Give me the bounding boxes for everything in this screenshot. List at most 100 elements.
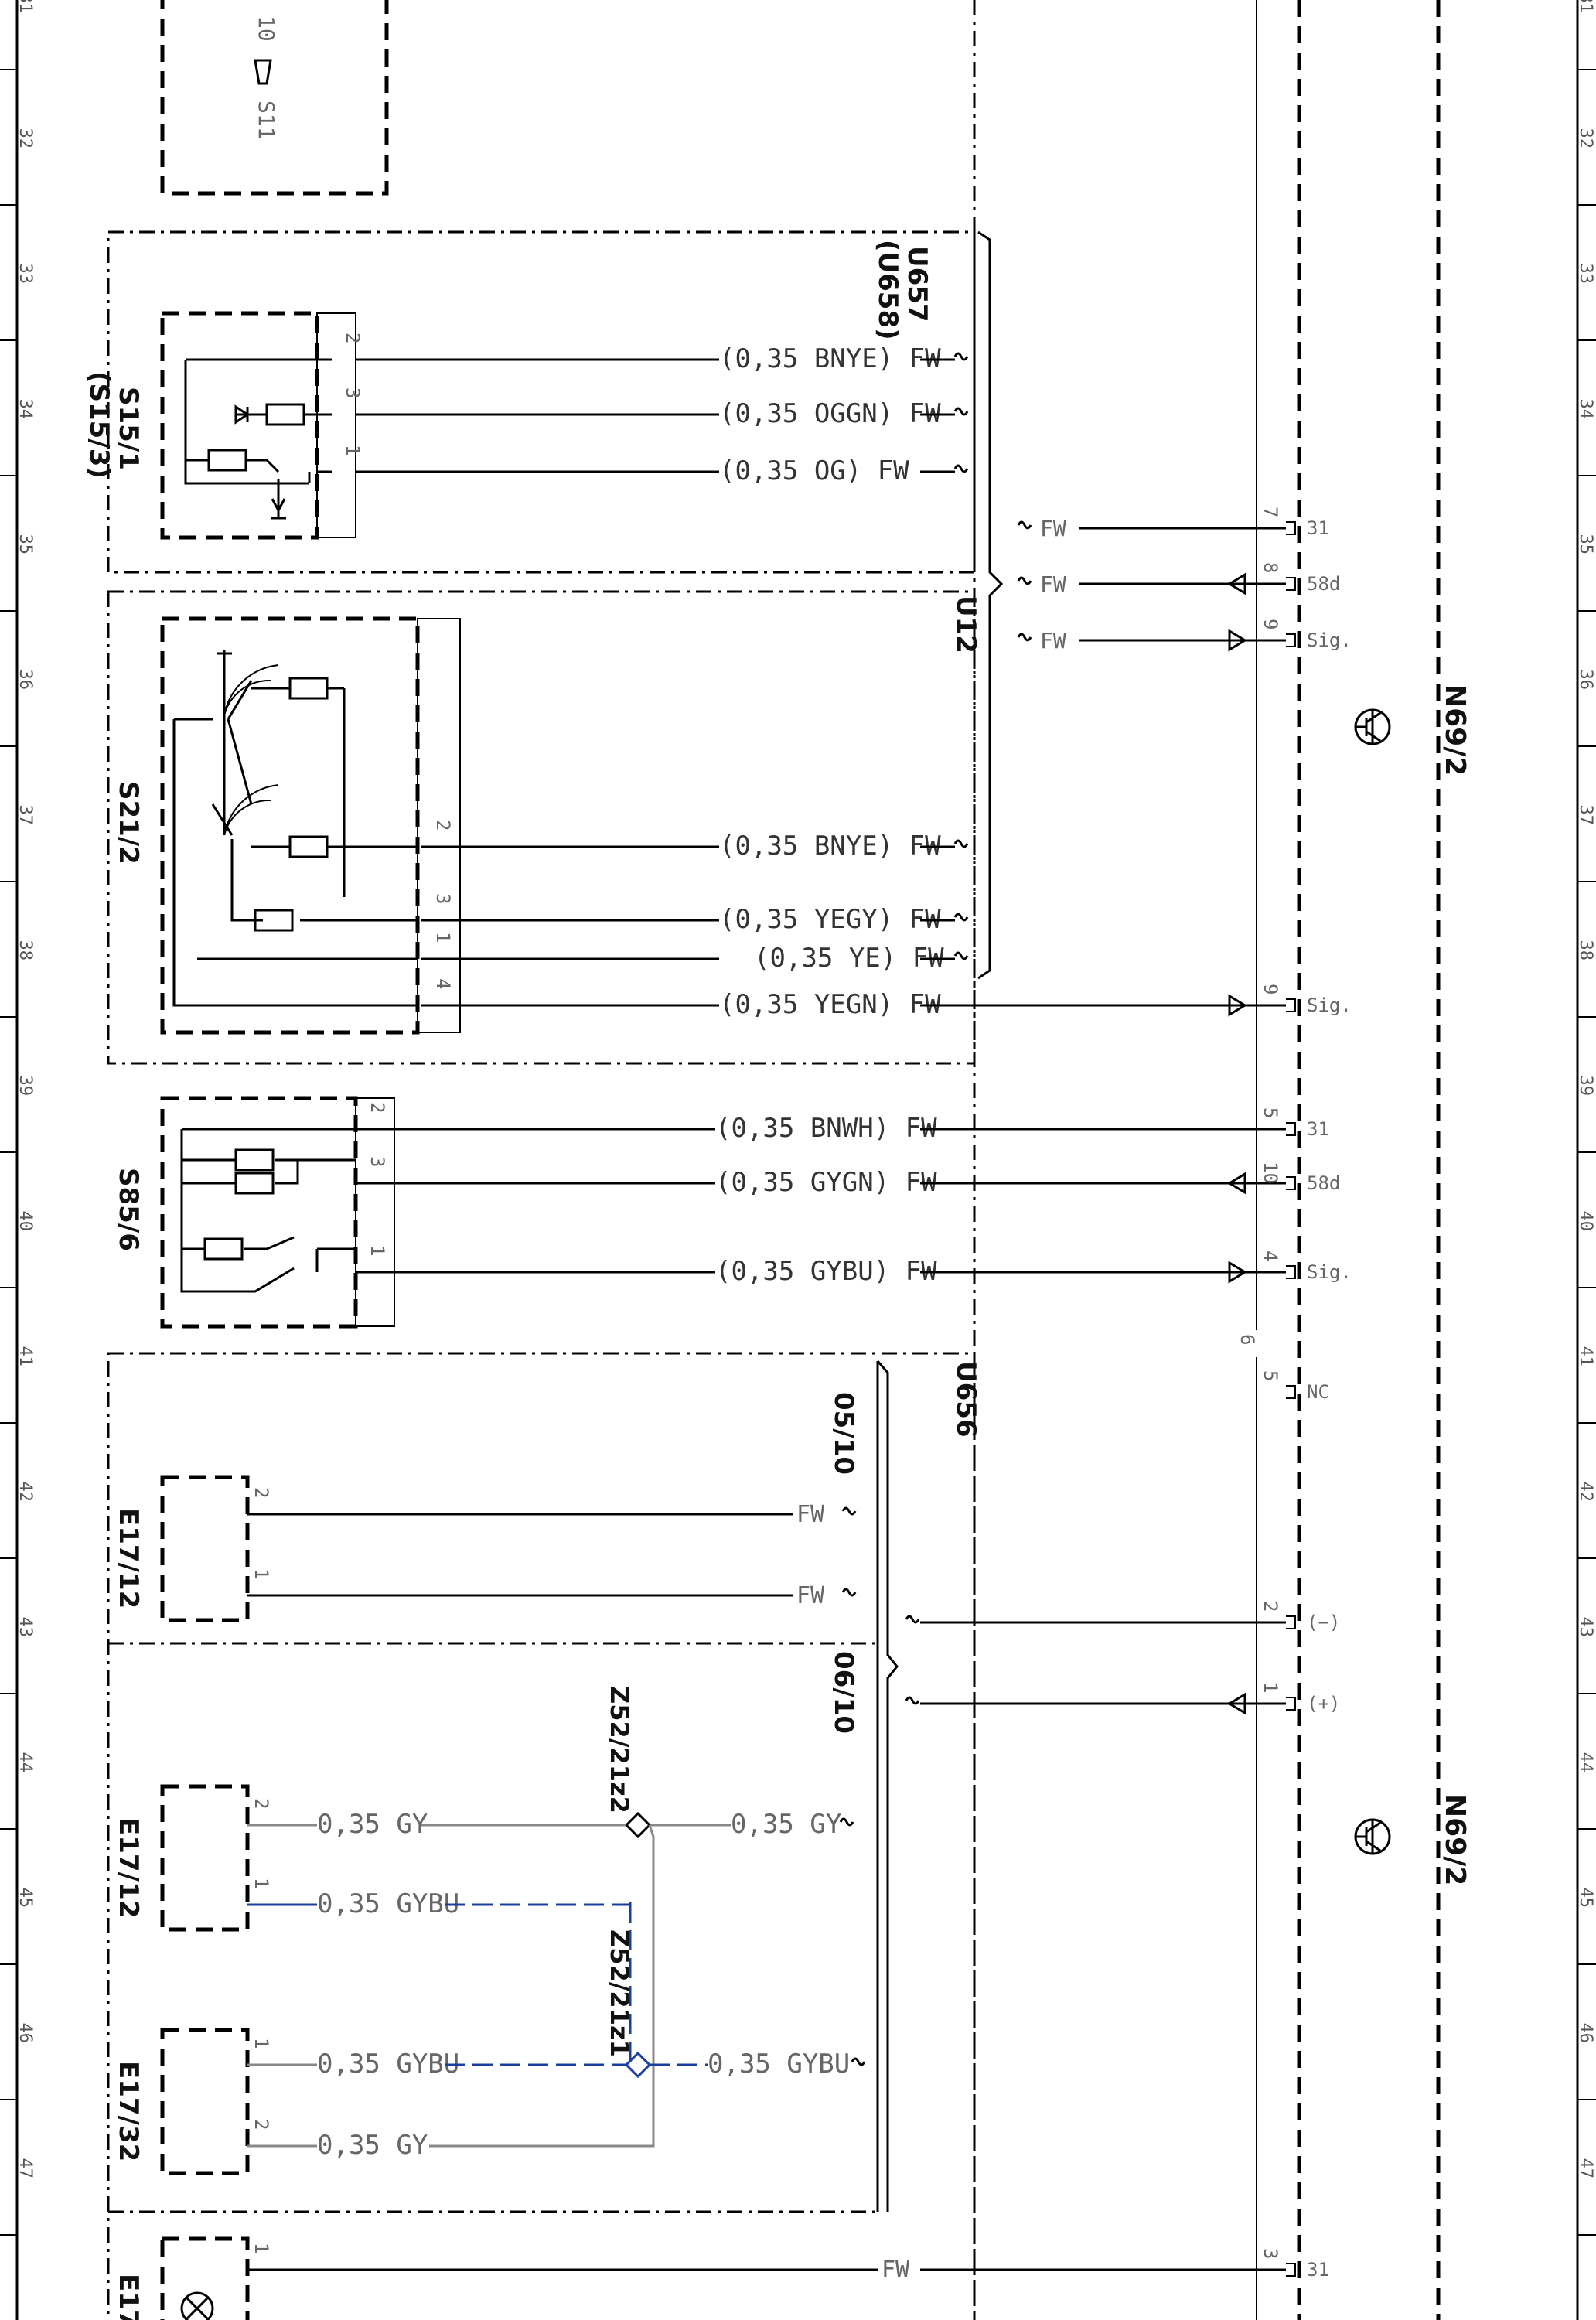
e1712b-box: [160, 1784, 250, 1932]
e1712a-label: E17/12: [113, 1508, 144, 1609]
row-number-right: 43: [1576, 1617, 1595, 1638]
signal-label: Sig.: [1307, 1261, 1352, 1283]
arrow-out-icon: [1228, 1261, 1247, 1284]
connector-pin-icon: [1286, 577, 1296, 591]
ref-0510-label: 05/10: [828, 1392, 859, 1475]
pin-number: 3: [342, 387, 363, 398]
pin-number: 4: [432, 978, 454, 989]
pin-number: 10: [1260, 1162, 1281, 1184]
signal-label: (+): [1307, 1693, 1340, 1714]
s856-label: S85/6: [113, 1168, 144, 1251]
signal-label: 31: [1307, 517, 1329, 539]
row-number-right: 41: [1576, 1346, 1595, 1367]
connector-pin-icon: [1286, 1385, 1296, 1399]
signal-label: Sig.: [1307, 995, 1352, 1016]
wire-label: FW: [796, 1582, 825, 1609]
u657-label: U657: [902, 246, 933, 322]
open-end-icon: [905, 1615, 920, 1624]
wire-label: (0,35 YE) FW: [754, 943, 944, 974]
s10-label: 10: [254, 15, 279, 42]
wire-label: 0,35 GYBU: [317, 1888, 459, 1919]
pin-number: 2: [251, 1798, 272, 1809]
row-number-right: 33: [1576, 264, 1595, 285]
rotary-switch-icon: [223, 664, 279, 836]
resistor-icon: [234, 1172, 275, 1195]
u12-block: [107, 590, 976, 1065]
row-number-left: 40: [15, 1211, 35, 1232]
row-number-right: 32: [1576, 128, 1595, 149]
pin-number: 3: [432, 893, 454, 904]
s212-connector: [417, 618, 461, 1033]
group-brace: [876, 1360, 899, 2212]
row-number-right: 42: [1576, 1482, 1595, 1503]
u658-label: (U658): [872, 240, 903, 340]
e1712b-label: E17/12: [113, 1817, 144, 1918]
connector-pin-icon: [1286, 2263, 1296, 2277]
resistor-icon: [234, 1148, 275, 1172]
row-number-right: 47: [1576, 2158, 1595, 2179]
wire-label: (0,35 BNYE) FW: [719, 343, 941, 374]
wire-label: 0,35 GY: [317, 2130, 428, 2161]
connector-pin-icon: [1286, 1615, 1296, 1629]
e17-label: E17.: [113, 2274, 144, 2320]
open-end-icon: [1017, 576, 1032, 585]
group-brace: [977, 230, 1004, 980]
wire-label: FW: [796, 1501, 825, 1528]
ground-icon: [217, 650, 232, 835]
row-number-left: 32: [15, 128, 35, 149]
ref-0610-label: 06/10: [828, 1651, 859, 1734]
wire-label: 0,35 GYBU: [708, 2049, 850, 2079]
row-number-right: 40: [1576, 1211, 1595, 1232]
open-end-icon: [953, 464, 969, 473]
wire-label: FW: [1040, 516, 1066, 541]
s856-internals: [180, 1128, 356, 1293]
wire-label: 0,35 GYBU: [317, 2049, 459, 2079]
u12-label: U12: [950, 595, 981, 653]
pin-number: 7: [1260, 507, 1281, 517]
s212-label: S21/2: [113, 781, 144, 865]
row-number-left: 39: [15, 1076, 35, 1097]
wire-gy-splice: [429, 1824, 655, 2148]
row-number-right: 45: [1576, 1888, 1595, 1909]
pin-number: 2: [1260, 1601, 1281, 1612]
resistor-icon: [207, 449, 247, 472]
row-number-left: 47: [15, 2158, 35, 2179]
pin-number: 8: [1260, 562, 1281, 573]
wire-label: 0,35 GY: [731, 1809, 841, 1840]
resistor-icon: [288, 835, 329, 858]
switch-icon: [254, 59, 272, 85]
e1732-label: E17/32: [113, 2061, 144, 2161]
connector-pin-icon: [1286, 521, 1296, 535]
row-number-right: 31: [1576, 0, 1595, 13]
pin-number: 1: [251, 1878, 272, 1888]
row-number-right: 36: [1576, 670, 1595, 691]
n692b-label: N69/2: [1439, 1794, 1471, 1885]
signal-label: 31: [1307, 2259, 1329, 2281]
arrow-in-icon: [1227, 1172, 1246, 1195]
pin-number: 2: [251, 2119, 272, 2130]
row-number-left: 31: [15, 0, 35, 13]
u656-block-outer: [107, 1352, 976, 2320]
open-end-icon: [953, 407, 969, 416]
pin-number: 1: [432, 932, 454, 943]
pin-number: 5: [1260, 1107, 1281, 1118]
open-end-icon: [953, 913, 969, 922]
ground-icon: [271, 479, 286, 520]
arrow-out-icon: [1228, 994, 1247, 1017]
signal-label: (−): [1307, 1612, 1340, 1633]
pin-number: 2: [251, 1487, 272, 1498]
open-end-icon: [953, 352, 969, 361]
open-end-icon: [953, 951, 969, 960]
connector-pin-icon: [1286, 1265, 1296, 1279]
pin-number: 2: [367, 1102, 388, 1113]
pin-number: 4: [1260, 1250, 1281, 1261]
s212-internals: [172, 680, 418, 1007]
row-number-right: 44: [1576, 1752, 1595, 1773]
row-number-left: 45: [15, 1888, 35, 1909]
pin-number: 2: [432, 820, 454, 831]
pin-number: 6: [1236, 1334, 1258, 1345]
pin-number: 1: [251, 1568, 272, 1579]
row-number-left: 37: [15, 805, 35, 826]
row-number-right: 38: [1576, 940, 1595, 961]
